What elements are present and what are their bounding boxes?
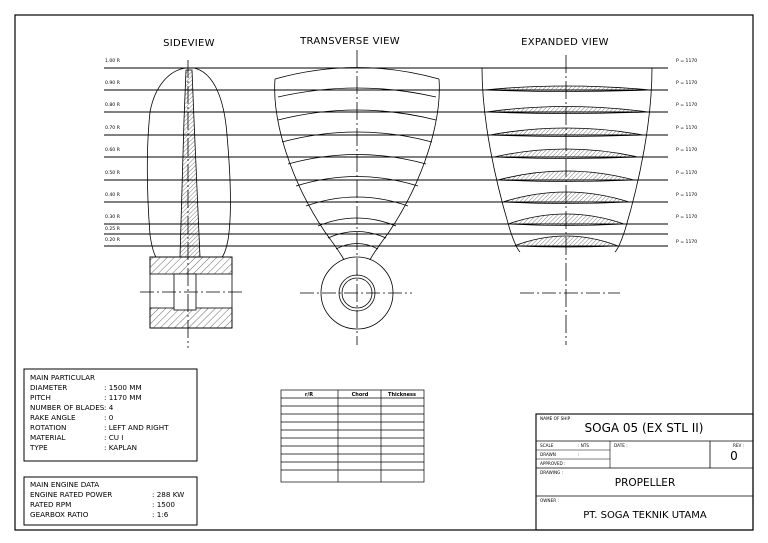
particular-value-4: : 0	[104, 413, 114, 422]
radius-label-6: 0.50 R	[105, 170, 121, 176]
particular-value-3: : 4	[104, 403, 114, 412]
main-engine-title: MAIN ENGINE DATA	[30, 480, 99, 489]
scale-value: : NTS	[578, 443, 589, 448]
particular-key-3: NUMBER OF BLADES	[30, 403, 105, 412]
drawing-border	[14, 14, 754, 531]
particular-key-2: PITCH	[30, 393, 51, 402]
drawing-name: PROPELLER	[615, 477, 676, 489]
radius-label-10: 0.20 R	[105, 237, 121, 243]
particular-key-1: DIAMETER	[30, 383, 67, 392]
rev-label: REV :	[733, 443, 744, 448]
title-block	[535, 413, 754, 531]
ship-name-label: NAME OF SHIP	[540, 416, 571, 421]
radius-labels: 1.00 R 0.90 R 0.80 R 0.70 R 0.60 R 0.50 …	[105, 58, 121, 243]
radius-label-7: 0.40 R	[105, 192, 121, 198]
drawn-value: :	[578, 452, 579, 457]
engine-key-2: RATED RPM	[30, 500, 71, 509]
radius-label-4: 0.70 R	[105, 125, 121, 131]
particular-value-2: : 1170 MM	[104, 393, 142, 402]
main-engine-box: MAIN ENGINE DATA ENGINE RATED POWER : 28…	[23, 476, 198, 526]
drawing-label: DRAWING :	[540, 470, 563, 475]
pitch-label-7: P = 1170	[676, 192, 697, 198]
pitch-label-6: P = 1170	[676, 170, 697, 176]
table-header-rr: r/R	[305, 392, 313, 398]
approved-label: APPROVED :	[540, 461, 566, 466]
particular-key-4: RAKE ANGLE	[30, 413, 76, 422]
scale-label: SCALE	[540, 443, 554, 448]
particular-value-5: : LEFT AND RIGHT	[104, 423, 169, 432]
main-particular-box: MAIN PARTICULAR DIAMETER : 1500 MM PITCH…	[23, 368, 198, 462]
drawn-label: DRAWN	[540, 452, 556, 457]
date-label: DATE :	[614, 443, 628, 448]
radius-label-8: 0.30 R	[105, 214, 121, 220]
particular-key-6: MATERIAL	[30, 433, 66, 442]
particular-value-7: : KAPLAN	[104, 443, 137, 452]
rev-value: 0	[730, 449, 738, 463]
transverse-view-title: TRANSVERSE VIEW	[299, 36, 400, 47]
sideview-title: SIDEVIEW	[163, 38, 215, 49]
pitch-label-8: P = 1170	[676, 214, 697, 220]
pitch-label-3: P = 1170	[676, 102, 697, 108]
engine-value-2: : 1500	[152, 500, 175, 509]
expanded-view-title: EXPANDED VIEW	[521, 37, 609, 48]
owner-label: OWNER :	[540, 498, 559, 503]
pitch-label-2: P = 1170	[676, 80, 697, 86]
radius-label-3: 0.80 R	[105, 102, 121, 108]
table-header-thickness: Thickness	[388, 392, 416, 398]
pitch-label-4: P = 1170	[676, 125, 697, 131]
sideview-drawing	[140, 60, 245, 348]
owner-name: PT. SOGA TEKNIK UTAMA	[583, 510, 707, 521]
ship-name: SOGA 05 (EX STL II)	[585, 421, 704, 435]
engine-key-3: GEARBOX RATIO	[30, 510, 89, 519]
pitch-labels: P = 1170 P = 1170 P = 1170 P = 1170 P = …	[676, 58, 697, 245]
main-particular-title: MAIN PARTICULAR	[30, 373, 95, 382]
engine-value-1: : 288 KW	[152, 490, 184, 499]
particular-value-1: : 1500 MM	[104, 383, 142, 392]
pitch-label-5: P = 1170	[676, 147, 697, 153]
pitch-label-10: P = 1170	[676, 239, 697, 245]
radius-label-9: 0.25 R	[105, 226, 121, 232]
particular-value-6: : CU I	[104, 433, 123, 442]
expanded-view-drawing	[481, 55, 653, 345]
transverse-view-drawing	[274, 50, 440, 345]
radius-label-5: 0.60 R	[105, 147, 121, 153]
table-header-chord: Chord	[352, 392, 369, 398]
section-table	[280, 389, 425, 483]
pitch-label-1: P = 1170	[676, 58, 697, 64]
particular-key-7: TYPE	[29, 443, 48, 452]
particular-key-5: ROTATION	[30, 423, 66, 432]
engine-key-1: ENGINE RATED POWER	[30, 490, 112, 499]
engine-value-3: : 1:6	[152, 510, 169, 519]
radius-label-2: 0.90 R	[105, 80, 121, 86]
radius-label-1: 1.00 R	[105, 58, 121, 64]
